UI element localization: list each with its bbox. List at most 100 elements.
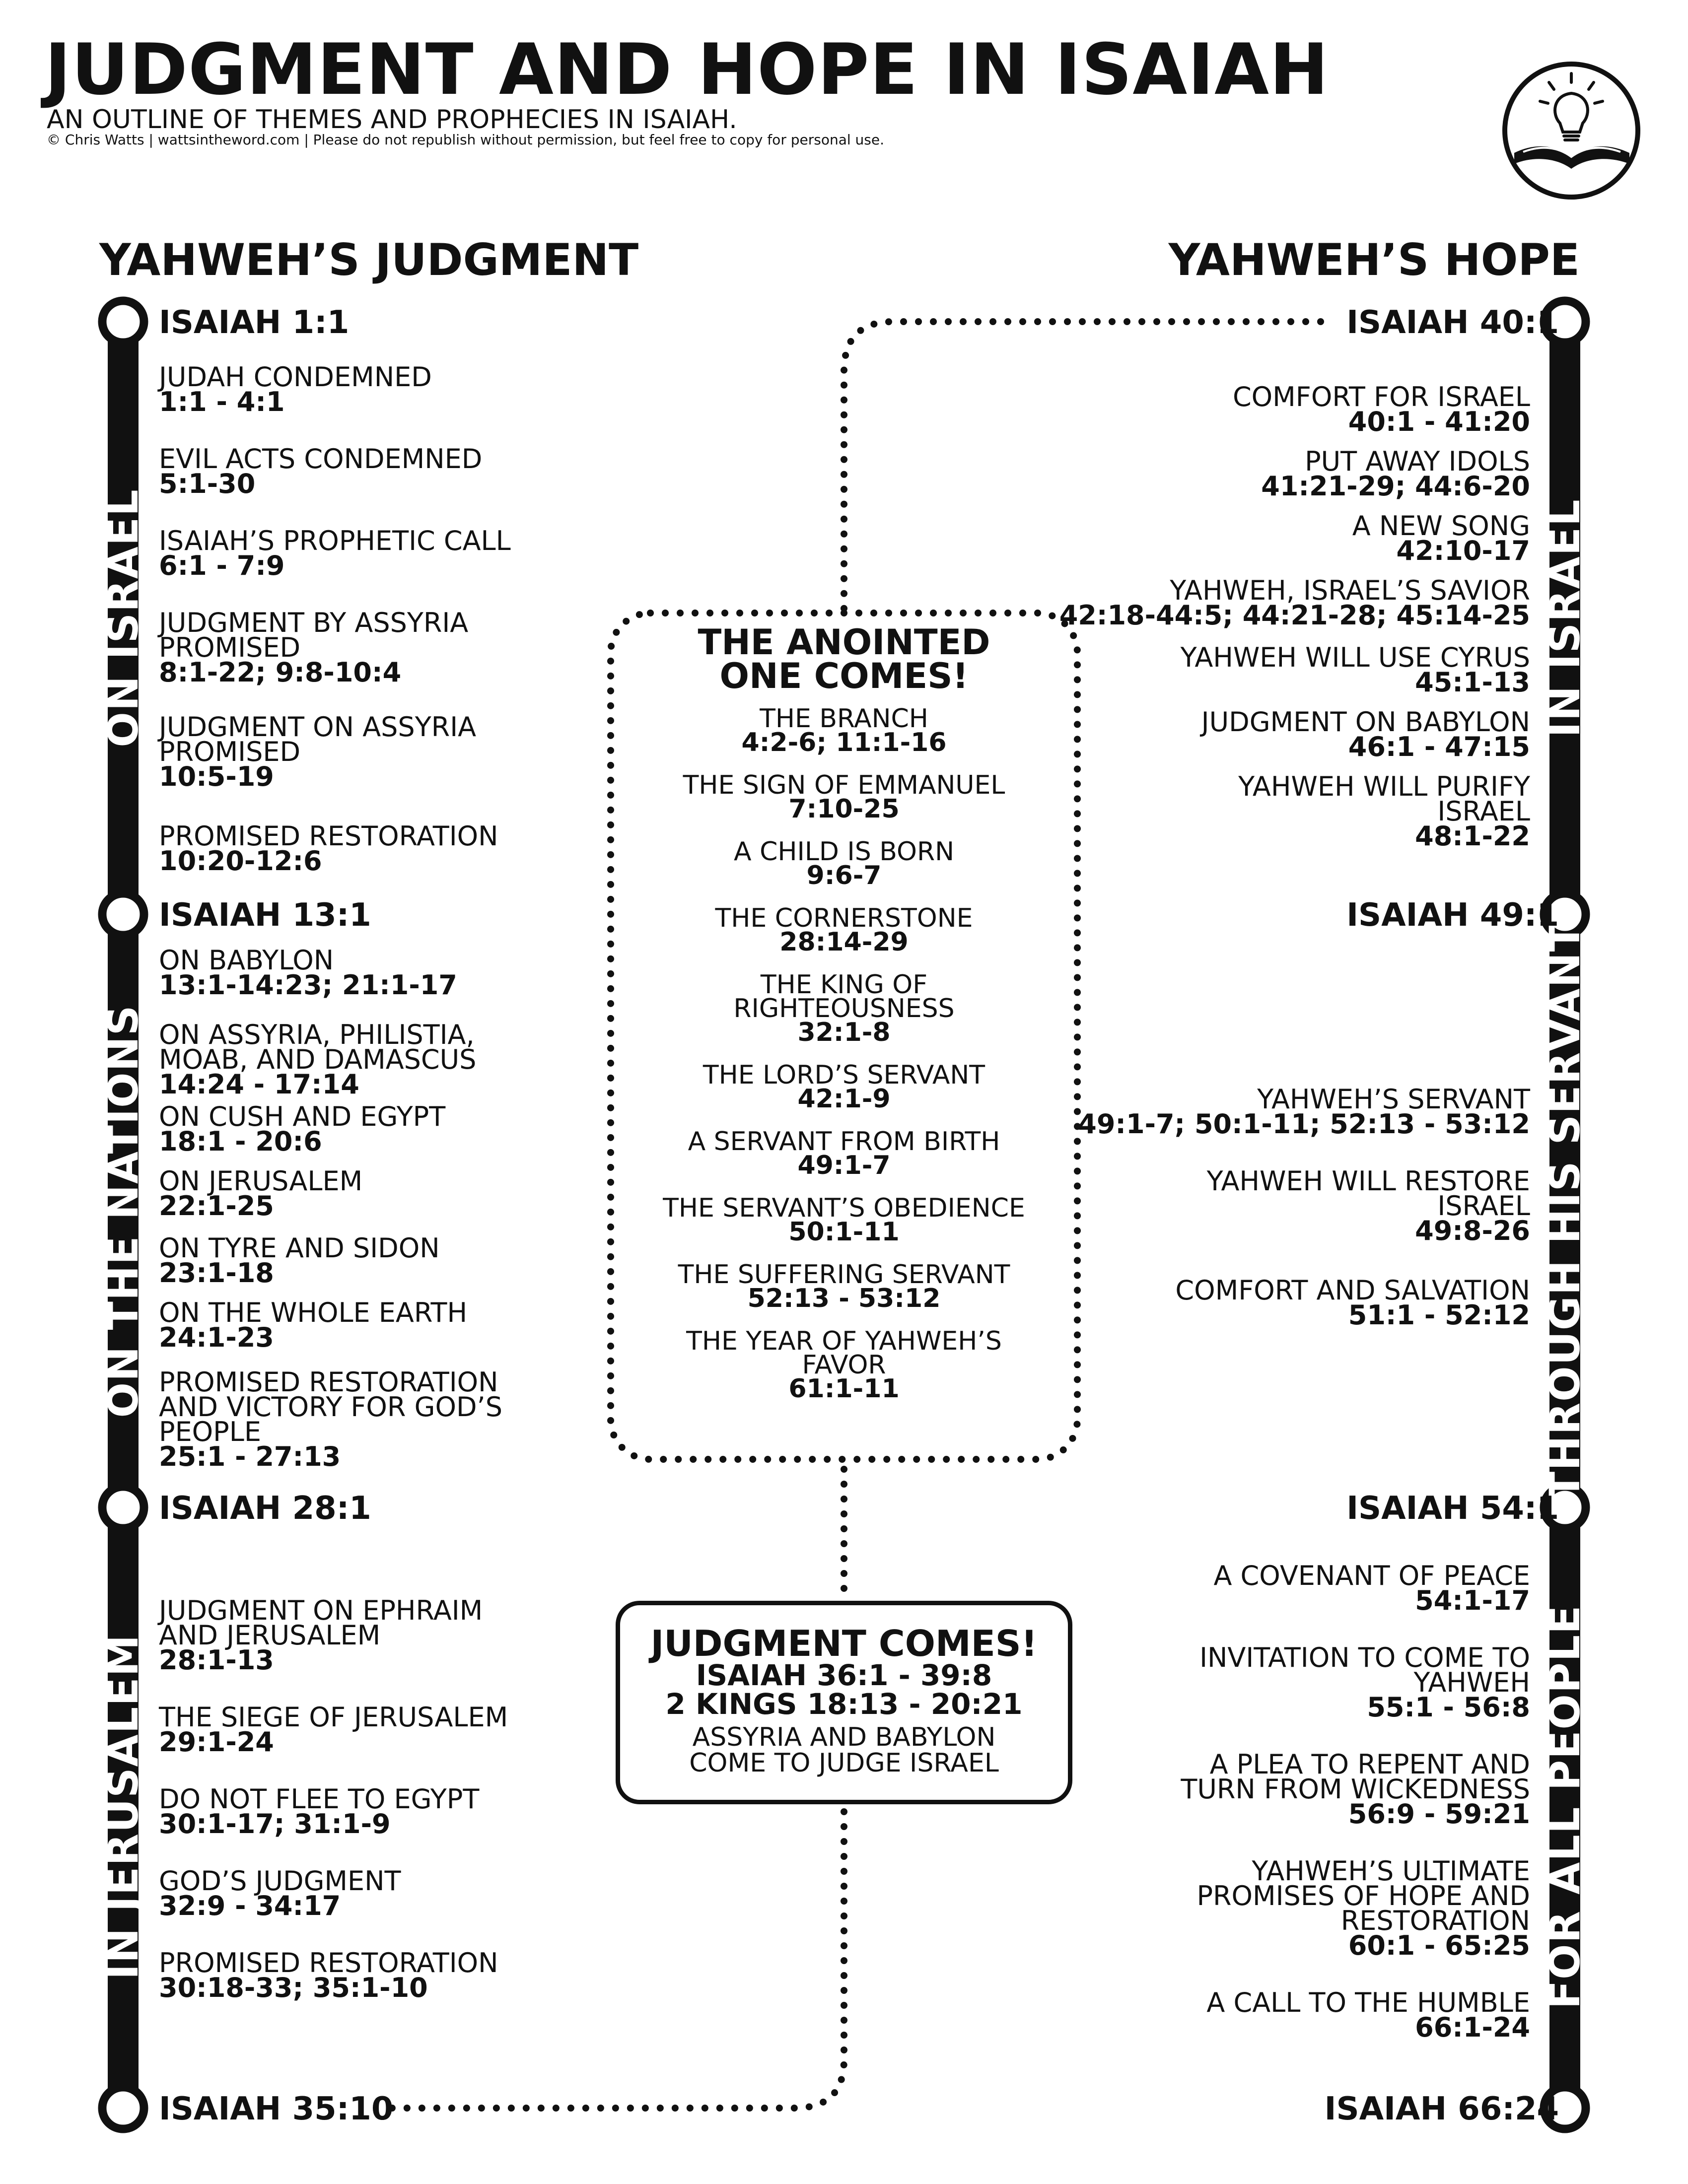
anointed-item-title: A CHILD IS BORN	[734, 837, 954, 867]
item-title: ON ASSYRIA, PHILISTIA,	[159, 1019, 475, 1050]
item-reference: 55:1 - 56:8	[1367, 1692, 1530, 1723]
item-title: A NEW SONG	[1352, 510, 1530, 542]
item-reference: 13:1-14:23; 21:1-17	[159, 969, 457, 1001]
judgment-comes-ref-isaiah: ISAIAH 36:1 - 39:8	[696, 1658, 992, 1692]
item-title: ISAIAH’S PROPHETIC CALL	[159, 525, 511, 556]
node-label-isaiah-1-1: ISAIAH 1:1	[159, 304, 350, 341]
hope-heading: YAHWEH’S HOPE	[1168, 234, 1580, 285]
item-reference: 18:1 - 20:6	[159, 1126, 322, 1157]
rail-label-through-his-servant: THROUGH HIS SERVANT	[1541, 922, 1589, 1501]
item-reference: 56:9 - 59:21	[1348, 1798, 1530, 1830]
item-title: PROMISED RESTORATION	[159, 1366, 498, 1398]
item-title: YAHWEH’S SERVANT	[1257, 1084, 1530, 1115]
node-label-isaiah-40-1: ISAIAH 40:1	[1346, 304, 1559, 341]
judgment-comes-ref-kings: 2 KINGS 18:13 - 20:21	[665, 1687, 1023, 1721]
item-reference: 23:1-18	[159, 1257, 274, 1289]
item-title: PUT AWAY IDOLS	[1305, 446, 1530, 477]
anointed-title-line: ONE COMES!	[719, 656, 969, 696]
rail-label-on-israel: ON ISRAEL	[99, 488, 147, 748]
node-circle-isaiah-35-10	[98, 2083, 148, 2133]
item-reference: 42:10-17	[1396, 535, 1530, 566]
item-reference: 49:1-7; 50:1-11; 52:13 - 53:12	[1078, 1108, 1530, 1140]
anointed-item-reference: 9:6-7	[806, 861, 882, 890]
item-title: PROMISED	[159, 736, 301, 767]
item-reference: 29:1-24	[159, 1726, 274, 1758]
item-title: DO NOT FLEE TO EGYPT	[159, 1783, 480, 1815]
item-title: JUDGMENT ON ASSYRIA	[159, 711, 477, 743]
dotted-connector	[374, 318, 1324, 2112]
judgment-desc-line: COME TO JUDGE ISRAEL	[689, 1748, 999, 1778]
item-reference: 24:1-23	[159, 1322, 274, 1353]
item-reference: 30:1-17; 31:1-9	[159, 1808, 391, 1840]
node-label-isaiah-28-1: ISAIAH 28:1	[159, 1490, 371, 1527]
item-title: PROMISED RESTORATION	[159, 820, 498, 852]
node-label-isaiah-66-24: ISAIAH 66:24	[1324, 2091, 1559, 2127]
item-reference: 60:1 - 65:25	[1348, 1930, 1530, 1961]
rail-label-on-the-nations: ON THE NATIONS	[99, 1004, 147, 1418]
judgment-comes-description: ASSYRIA AND BABYLON COME TO JUDGE ISRAEL	[620, 1724, 1068, 1776]
page-subtitle: AN OUTLINE OF THEMES AND PROPHECIES IN I…	[47, 105, 737, 135]
item-title: TURN FROM WICKEDNESS	[1181, 1774, 1530, 1805]
item-reference: 66:1-24	[1415, 2012, 1530, 2043]
page-title: JUDGMENT AND HOPE IN ISAIAH	[45, 29, 1329, 111]
judgment-comes-title: JUDGMENT COMES!	[650, 1623, 1038, 1664]
node-circle-isaiah-54-1	[1540, 1482, 1590, 1533]
anointed-item-title: THE SERVANT’S OBEDIENCE	[663, 1193, 1025, 1223]
item-reference: 28:1-13	[159, 1644, 274, 1676]
item-title: YAHWEH WILL USE CYRUS	[1180, 642, 1530, 673]
anointed-title-line: THE ANOINTED	[698, 622, 990, 663]
item-title: A PLEA TO REPENT AND	[1209, 1749, 1530, 1780]
anointed-item-title: RIGHTEOUSNESS	[733, 994, 955, 1024]
outline-item: ON ASSYRIA, PHILISTIA,MOAB, AND DAMASCUS…	[159, 1019, 476, 1098]
item-title: YAHWEH, ISRAEL’S SAVIOR	[1170, 575, 1530, 606]
node-label-isaiah-54-1: ISAIAH 54:1	[1346, 1490, 1559, 1527]
item-title: PEOPLE	[159, 1416, 261, 1447]
item-reference: 48:1-22	[1415, 820, 1530, 852]
item-reference: 22:1-25	[159, 1190, 274, 1222]
item-title: PROMISED	[159, 632, 301, 663]
item-title: A CALL TO THE HUMBLE	[1206, 1987, 1530, 2018]
judgment-desc-line: ASSYRIA AND BABYLON	[692, 1722, 996, 1752]
anointed-item-title: THE LORD’S SERVANT	[703, 1060, 985, 1090]
anointed-item-reference: 52:13 - 53:12	[747, 1284, 941, 1313]
item-title: ON BABYLON	[159, 945, 334, 976]
item-reference: 42:18-44:5; 44:21-28; 45:14-25	[1059, 600, 1530, 631]
item-title: PROMISES OF HOPE AND	[1196, 1880, 1530, 1911]
anointed-item-reference: 28:14-29	[779, 927, 909, 957]
lightbulb-over-open-book-icon	[1502, 62, 1640, 200]
item-reference: 8:1-22; 9:8-10:4	[159, 657, 402, 688]
item-title: AND VICTORY FOR GOD’S	[159, 1391, 502, 1423]
anointed-item-title: THE SUFFERING SERVANT	[678, 1260, 1010, 1290]
node-circle-isaiah-40-1	[1540, 296, 1590, 347]
item-title: ON JERUSALEM	[159, 1165, 363, 1197]
anointed-item-reference: 32:1-8	[797, 1018, 891, 1047]
item-reference: 10:20-12:6	[159, 845, 322, 877]
